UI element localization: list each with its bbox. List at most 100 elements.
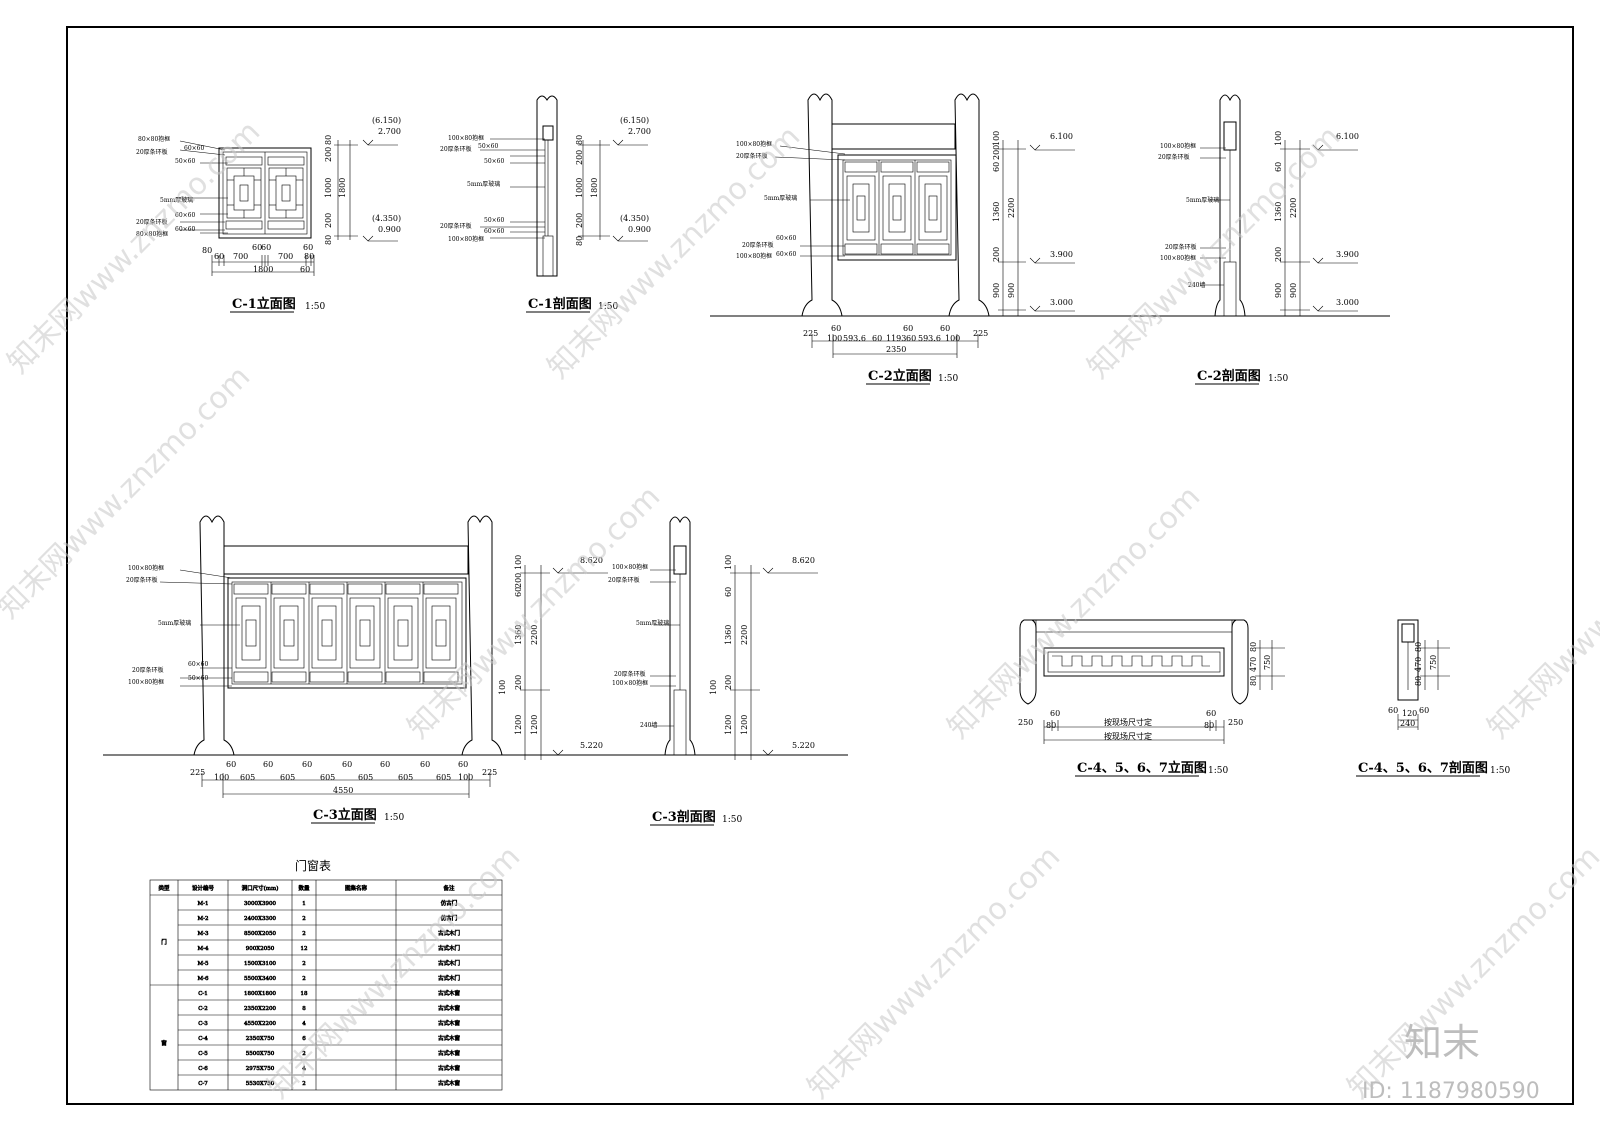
table-cell: 2400X3300	[244, 916, 276, 922]
svg-text:按现场尺寸定: 按现场尺寸定	[1104, 717, 1152, 727]
svg-text:20厚条环板: 20厚条环板	[1165, 243, 1197, 251]
svg-text:900: 900	[1289, 283, 1298, 298]
sash-lattice	[425, 597, 457, 669]
table-title: 门窗表	[295, 858, 331, 873]
sash-bottom-rail	[385, 671, 421, 683]
table-cell: 4	[302, 1066, 306, 1072]
table-cell: 2975X750	[246, 1066, 275, 1072]
svg-text:5mm厚玻璃: 5mm厚玻璃	[467, 180, 500, 188]
svg-text:80: 80	[1046, 721, 1056, 730]
svg-text:1800: 1800	[590, 178, 599, 198]
table-cell: C-6	[198, 1066, 208, 1072]
svg-text:3.900: 3.900	[1050, 250, 1073, 259]
sash-bottom-rail	[309, 671, 345, 683]
svg-text:2.700: 2.700	[378, 127, 401, 136]
svg-text:900: 900	[1274, 283, 1283, 298]
watermark-layer: 知末网www.znzmo.com 知末网www.znzmo.com 知末网www…	[0, 114, 1600, 1105]
svg-text:100×80抱框: 100×80抱框	[128, 564, 164, 572]
sash-lattice	[273, 597, 305, 669]
table-cell: M-3	[198, 931, 209, 937]
svg-text:1200: 1200	[530, 715, 539, 735]
svg-text:5mm厚玻璃: 5mm厚玻璃	[636, 619, 669, 627]
c4-section: 80 470 80 750 60 120 60 240 C-4、5、6、7剖面图…	[1356, 619, 1510, 777]
label-frame80: 80×80抱框	[136, 230, 168, 238]
svg-text:5mm厚玻璃: 5mm厚玻璃	[764, 194, 797, 202]
label-board20: 20厚条环板	[136, 148, 168, 156]
svg-text:225: 225	[190, 768, 205, 777]
svg-text:60: 60	[1388, 706, 1398, 715]
svg-text:60: 60	[214, 252, 224, 261]
svg-text:(4.350): (4.350)	[372, 214, 401, 223]
table-cell: 古式木窗	[438, 989, 461, 997]
svg-text:1:50: 1:50	[1490, 766, 1510, 776]
svg-text:(6.150): (6.150)	[372, 116, 401, 125]
table-cell: 古式木窗	[438, 1079, 461, 1087]
svg-text:60: 60	[1206, 709, 1216, 718]
svg-text:60: 60	[514, 587, 523, 597]
svg-text:100: 100	[724, 555, 733, 570]
svg-text:1:50: 1:50	[305, 302, 325, 312]
sash-lattice	[387, 597, 419, 669]
sash-top-rail	[385, 583, 421, 595]
svg-text:80: 80	[202, 246, 212, 255]
svg-text:20厚条环板: 20厚条环板	[1158, 153, 1190, 161]
table-header: 洞口尺寸(mm)	[242, 884, 279, 892]
sash-top-rail	[233, 583, 269, 595]
svg-text:20厚条环板: 20厚条环板	[440, 222, 472, 230]
table-cell: C-7	[198, 1081, 208, 1087]
svg-text:60: 60	[1050, 709, 1060, 718]
label-board20: 20厚条环板	[136, 218, 168, 226]
svg-text:200: 200	[324, 147, 333, 162]
table-cell: 1800X1800	[244, 991, 276, 997]
svg-text:60: 60	[906, 334, 916, 343]
svg-text:80: 80	[1414, 676, 1423, 686]
svg-text:知末网www.znzmo.com: 知末网www.znzmo.com	[801, 839, 1067, 1105]
table-header: 设计编号	[192, 884, 215, 892]
c4-elevation: 80 470 80 750 250 80 60 80 60 250 按现场尺寸定…	[1018, 619, 1285, 777]
svg-text:1800: 1800	[338, 178, 347, 198]
svg-text:C-2剖面图: C-2剖面图	[1197, 368, 1261, 384]
group-door: 门	[161, 938, 167, 946]
label-d60: 60×60	[175, 226, 195, 233]
svg-text:50×60: 50×60	[478, 143, 498, 150]
svg-text:240: 240	[1400, 719, 1415, 728]
svg-text:1:50: 1:50	[598, 302, 618, 312]
svg-text:700: 700	[278, 252, 293, 261]
svg-text:120: 120	[1402, 709, 1417, 718]
svg-text:2200: 2200	[1289, 198, 1298, 218]
svg-text:605: 605	[320, 773, 335, 782]
svg-text:60: 60	[872, 334, 882, 343]
svg-text:6.100: 6.100	[1050, 132, 1073, 141]
svg-text:200: 200	[724, 675, 733, 690]
table-cell: 古式木门	[438, 929, 460, 937]
svg-text:100×80抱框: 100×80抱框	[448, 134, 484, 142]
svg-text:200: 200	[575, 213, 584, 228]
svg-text:60: 60	[1274, 162, 1283, 172]
svg-text:470: 470	[1414, 657, 1423, 672]
table-cell: M-5	[198, 961, 209, 967]
svg-text:按现场尺寸定: 按现场尺寸定	[1104, 731, 1152, 741]
svg-text:100×80抱框: 100×80抱框	[448, 235, 484, 243]
table-cell: 2	[302, 976, 306, 982]
svg-text:80: 80	[575, 236, 584, 246]
svg-text:20厚条环板: 20厚条环板	[132, 666, 164, 674]
svg-text:60: 60	[303, 243, 313, 252]
table-cell: 2350X750	[246, 1036, 275, 1042]
table-cell: 4	[302, 1021, 306, 1027]
table-cell: 古式木窗	[438, 1004, 461, 1012]
svg-text:605: 605	[398, 773, 413, 782]
svg-text:100×80抱框: 100×80抱框	[612, 679, 648, 687]
svg-text:240墙: 240墙	[640, 721, 657, 729]
table-cell: 18	[301, 991, 308, 997]
svg-text:C-1剖面图: C-1剖面图	[528, 296, 592, 312]
svg-text:1193: 1193	[886, 334, 906, 343]
table-cell: 2	[302, 931, 306, 937]
svg-text:100: 100	[514, 555, 523, 570]
table-cell: C-4	[198, 1036, 208, 1042]
table-header: 图集名称	[345, 884, 368, 892]
image-id: ID: 1187980590	[1362, 1079, 1540, 1104]
svg-text:100: 100	[945, 334, 960, 343]
svg-text:225: 225	[973, 329, 988, 338]
svg-text:20厚条环板: 20厚条环板	[126, 576, 158, 584]
svg-text:C-2立面图: C-2立面图	[868, 368, 932, 384]
